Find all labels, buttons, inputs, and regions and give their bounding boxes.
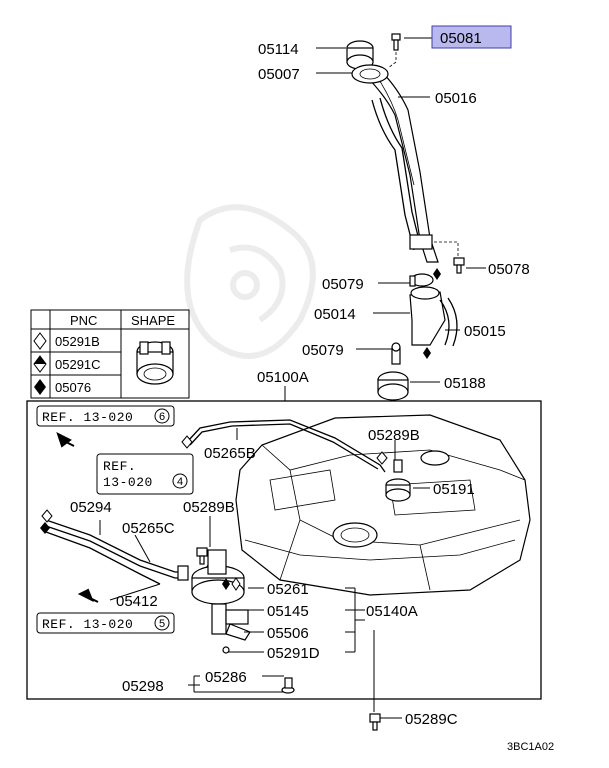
arrow-to-ref-6-icon bbox=[56, 432, 75, 448]
label-05286[interactable]: 05286 bbox=[205, 669, 247, 686]
filler-neck-assembly bbox=[346, 33, 465, 401]
svg-text:REF. 13-020: REF. 13-020 bbox=[42, 410, 133, 425]
diagram-code: 3BC1A02 bbox=[507, 741, 554, 753]
label-05261[interactable]: 05261 bbox=[267, 581, 309, 598]
legend-header-pnc: PNC bbox=[70, 313, 97, 328]
fuel-tank-body bbox=[235, 414, 531, 596]
label-05007[interactable]: 05007 bbox=[258, 66, 300, 83]
svg-text:REF. 13-020: REF. 13-020 bbox=[42, 617, 133, 632]
label-05114[interactable]: 05114 bbox=[258, 41, 299, 58]
diamond-filled-icon bbox=[34, 379, 46, 395]
label-05016[interactable]: 05016 bbox=[435, 90, 477, 107]
label-05289B-mid[interactable]: 05289B bbox=[183, 499, 235, 516]
label-05078[interactable]: 05078 bbox=[488, 261, 530, 278]
label-05191[interactable]: 05191 bbox=[433, 481, 475, 498]
svg-text:13-020: 13-020 bbox=[103, 475, 153, 490]
hose-clamp-upper bbox=[409, 273, 434, 287]
watermark bbox=[184, 204, 316, 359]
label-05506[interactable]: 05506 bbox=[267, 625, 309, 642]
shape-legend-table: PNC SHAPE 05291B 05291C 05076 bbox=[30, 309, 190, 399]
label-05145[interactable]: 05145 bbox=[267, 603, 309, 620]
label-05014[interactable]: 05014 bbox=[314, 306, 356, 323]
legend-header-shape: SHAPE bbox=[131, 313, 175, 328]
label-05079-lower[interactable]: 05079 bbox=[302, 342, 344, 359]
label-05289C[interactable]: 05289C bbox=[405, 711, 458, 728]
label-05412[interactable]: 05412 bbox=[116, 593, 158, 610]
hose-clamp-lower bbox=[391, 342, 401, 365]
label-05079-upper[interactable]: 05079 bbox=[322, 276, 364, 293]
legend-pnc-1: 05291B bbox=[55, 334, 100, 349]
svg-text:REF.: REF. bbox=[103, 459, 136, 474]
label-05294[interactable]: 05294 bbox=[70, 499, 112, 516]
grommet-05188 bbox=[377, 371, 409, 401]
label-05140A[interactable]: 05140A bbox=[366, 603, 418, 620]
diamond-outline-icon bbox=[33, 332, 47, 350]
label-05100A[interactable]: 05100A bbox=[257, 369, 309, 386]
svg-text:6: 6 bbox=[159, 411, 165, 423]
fuel-cap bbox=[346, 40, 374, 70]
ref-13-020-6[interactable]: REF. 13-020 6 bbox=[36, 405, 175, 427]
ref-13-020-5[interactable]: REF. 13-020 5 bbox=[36, 612, 175, 634]
legend-pnc-3: 05076 bbox=[55, 380, 91, 395]
label-05298[interactable]: 05298 bbox=[122, 678, 164, 695]
filler-gasket bbox=[351, 64, 389, 84]
label-05015[interactable]: 05015 bbox=[464, 323, 506, 340]
leader-lines bbox=[99, 37, 486, 719]
fuel-pump-assembly bbox=[191, 549, 251, 654]
valve-05191 bbox=[385, 459, 411, 502]
label-05265C[interactable]: 05265C bbox=[122, 520, 175, 537]
label-05289B-top[interactable]: 05289B bbox=[368, 427, 420, 444]
svg-text:5: 5 bbox=[159, 618, 165, 630]
label-05291D[interactable]: 05291D bbox=[267, 645, 320, 662]
label-05081[interactable]: 05081 bbox=[440, 30, 482, 47]
svg-text:4: 4 bbox=[177, 476, 183, 488]
clamp-shape-icon bbox=[136, 341, 174, 385]
label-05188[interactable]: 05188 bbox=[444, 375, 486, 392]
legend-pnc-2: 05291C bbox=[55, 357, 101, 372]
label-05265B[interactable]: 05265B bbox=[204, 445, 256, 462]
screw-05081 bbox=[391, 33, 401, 51]
ref-13-020-4[interactable]: REF. 13-020 4 bbox=[96, 453, 194, 495]
arrow-to-ref-5-icon bbox=[77, 588, 99, 603]
highlight-box-05081 bbox=[431, 25, 512, 49]
tank-assembly-frame bbox=[26, 400, 542, 700]
